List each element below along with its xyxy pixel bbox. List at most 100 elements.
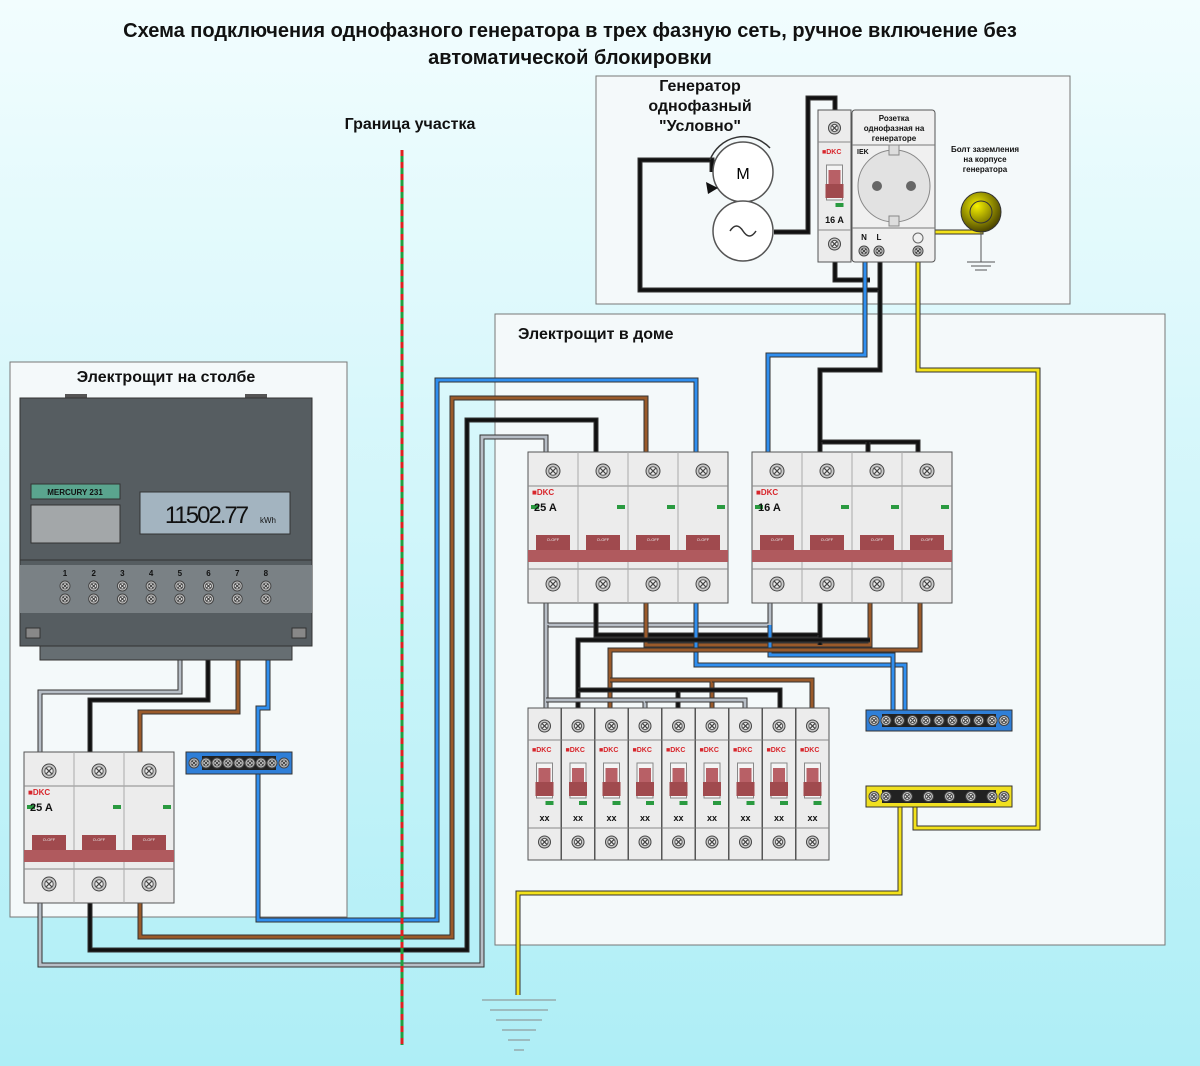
meter-model: MERCURY 231 xyxy=(47,488,103,497)
earth-ground-icon xyxy=(482,999,556,1051)
breaker-brand: ■DKC xyxy=(633,747,652,754)
breaker-rating: 25 A xyxy=(534,502,557,514)
breaker-brand: ■DKC xyxy=(532,747,551,754)
generator-label-1: Генератор xyxy=(659,78,741,95)
breaker-rating: 25 A xyxy=(30,802,53,814)
generator-socket: Розетка однофазная на генераторе IEK N L xyxy=(851,109,936,263)
breaker-brand: ■DKC xyxy=(700,747,719,754)
wire-black-bus xyxy=(575,637,870,710)
branch-breaker-6[interactable]: ■DKC xx xyxy=(695,707,729,861)
wire-yellow-earth xyxy=(515,807,903,995)
breaker-brand: ■DKC xyxy=(756,488,778,497)
socket-l-label: L xyxy=(877,233,882,242)
wire-brown-meter xyxy=(137,660,241,755)
generator-label-3: "Условно" xyxy=(659,118,741,135)
meter-terminal-number: 4 xyxy=(149,569,154,578)
switch-text: O-OFF xyxy=(143,837,156,842)
switch-text: O-OFF xyxy=(597,537,610,542)
breaker-rating: 16 A xyxy=(825,215,844,225)
breaker-brand: ■DKC xyxy=(599,747,618,754)
meter-terminal-number: 1 xyxy=(63,569,68,578)
diagram-title-line2: автоматической блокировки xyxy=(428,47,712,69)
breaker-brand: ■DKC xyxy=(822,149,841,156)
breaker-brand: ■DKC xyxy=(666,747,685,754)
wire-blue-out-a xyxy=(693,600,908,712)
breaker-rating: xx xyxy=(740,813,750,823)
socket-brand: IEK xyxy=(857,149,869,156)
meter-terminal-number: 8 xyxy=(264,569,269,578)
socket-label-3: генераторе xyxy=(872,134,917,143)
branch-breaker-1[interactable]: ■DKC xx xyxy=(527,707,562,861)
wire-yellow-pe xyxy=(912,262,1041,831)
wire-black-out xyxy=(593,600,823,638)
wire-gray-meter xyxy=(37,660,183,755)
sine-wave-icon xyxy=(729,225,757,237)
switch-text: O-OFF xyxy=(43,837,56,842)
meter-reading: 11502.77 xyxy=(165,502,249,529)
breaker-brand: ■DKC xyxy=(532,488,554,497)
socket-label-1: Розетка xyxy=(879,114,910,123)
branch-breaker-9[interactable]: ■DKC xx xyxy=(795,707,830,861)
switch-text: O-OFF xyxy=(547,537,560,542)
ground-bus-bar xyxy=(865,785,1013,808)
bolt-label-3: генератора xyxy=(963,165,1008,174)
wire-blue-feed xyxy=(255,377,699,923)
wire-gray-feed xyxy=(37,434,549,968)
branch-breaker-3[interactable]: ■DKC xx xyxy=(594,707,629,861)
pole-neutral-bus-bar xyxy=(185,751,293,775)
breaker-rating: xx xyxy=(640,813,650,823)
motor-letter: M xyxy=(736,166,749,183)
wire-black-meter xyxy=(87,660,211,755)
breaker-rating: xx xyxy=(707,813,717,823)
breaker-rating: xx xyxy=(573,813,583,823)
rotation-arrow-icon xyxy=(706,182,718,194)
generator-socket-breaker[interactable]: ■DKC 16 A xyxy=(817,109,852,263)
wire-brown-branch-2 xyxy=(712,677,815,710)
border-label: Граница участка xyxy=(345,116,476,133)
wire-black-gen-1 xyxy=(774,95,838,235)
breaker-brand: ■DKC xyxy=(28,788,50,797)
breaker-brand: ■DKC xyxy=(800,747,819,754)
wire-gray-branch-2 xyxy=(645,697,748,710)
meter-terminal-number: 2 xyxy=(91,569,96,578)
breaker-rating: xx xyxy=(539,813,549,823)
branch-breaker-7[interactable]: ■DKC xx xyxy=(728,707,763,861)
switch-text: O-OFF xyxy=(697,537,710,542)
socket-n-label: N xyxy=(861,233,867,242)
wire-black-feed xyxy=(87,417,599,953)
generator-symbol: M xyxy=(706,135,774,262)
ground-bolt-icon xyxy=(960,191,1002,271)
switch-text: O-OFF xyxy=(771,537,784,542)
wire-gray-out xyxy=(543,600,773,628)
meter-unit: kWh xyxy=(260,516,276,525)
meter-terminal-number: 3 xyxy=(120,569,125,578)
wire-brown-out xyxy=(643,600,873,648)
wire-blue-meter xyxy=(255,660,271,752)
socket-label-2: однофазная на xyxy=(864,124,925,133)
branch-breaker-4[interactable]: ■DKC xx xyxy=(628,707,662,861)
breaker-rating: xx xyxy=(606,813,616,823)
wires xyxy=(37,95,1041,995)
wire-black-branch-2 xyxy=(678,687,783,710)
breaker-brand: ■DKC xyxy=(566,747,585,754)
breaker-brand: ■DKC xyxy=(733,747,752,754)
diagram-title-line1: Схема подключения однофазного генератора… xyxy=(123,20,1017,42)
branch-breaker-2[interactable]: ■DKC xx xyxy=(561,707,595,861)
meter-model-plate xyxy=(30,483,121,500)
breaker-rating: xx xyxy=(807,813,817,823)
switch-text: O-OFF xyxy=(647,537,660,542)
wire-brown-feed xyxy=(137,395,649,940)
breaker-rating: 16 A xyxy=(758,502,781,514)
meter-terminal-number: 5 xyxy=(178,569,183,578)
ground-symbol-icon xyxy=(912,232,924,244)
bolt-label-1: Болт заземления xyxy=(951,145,1019,154)
switch-text: O-OFF xyxy=(921,537,934,542)
wire-black-gen-2 xyxy=(637,157,883,293)
wire-blue-neutral-gen xyxy=(765,262,868,455)
main-breaker-25a[interactable]: O-OFF O-OFF O-OFF O-OFF ■DKC 25 A xyxy=(527,451,729,604)
